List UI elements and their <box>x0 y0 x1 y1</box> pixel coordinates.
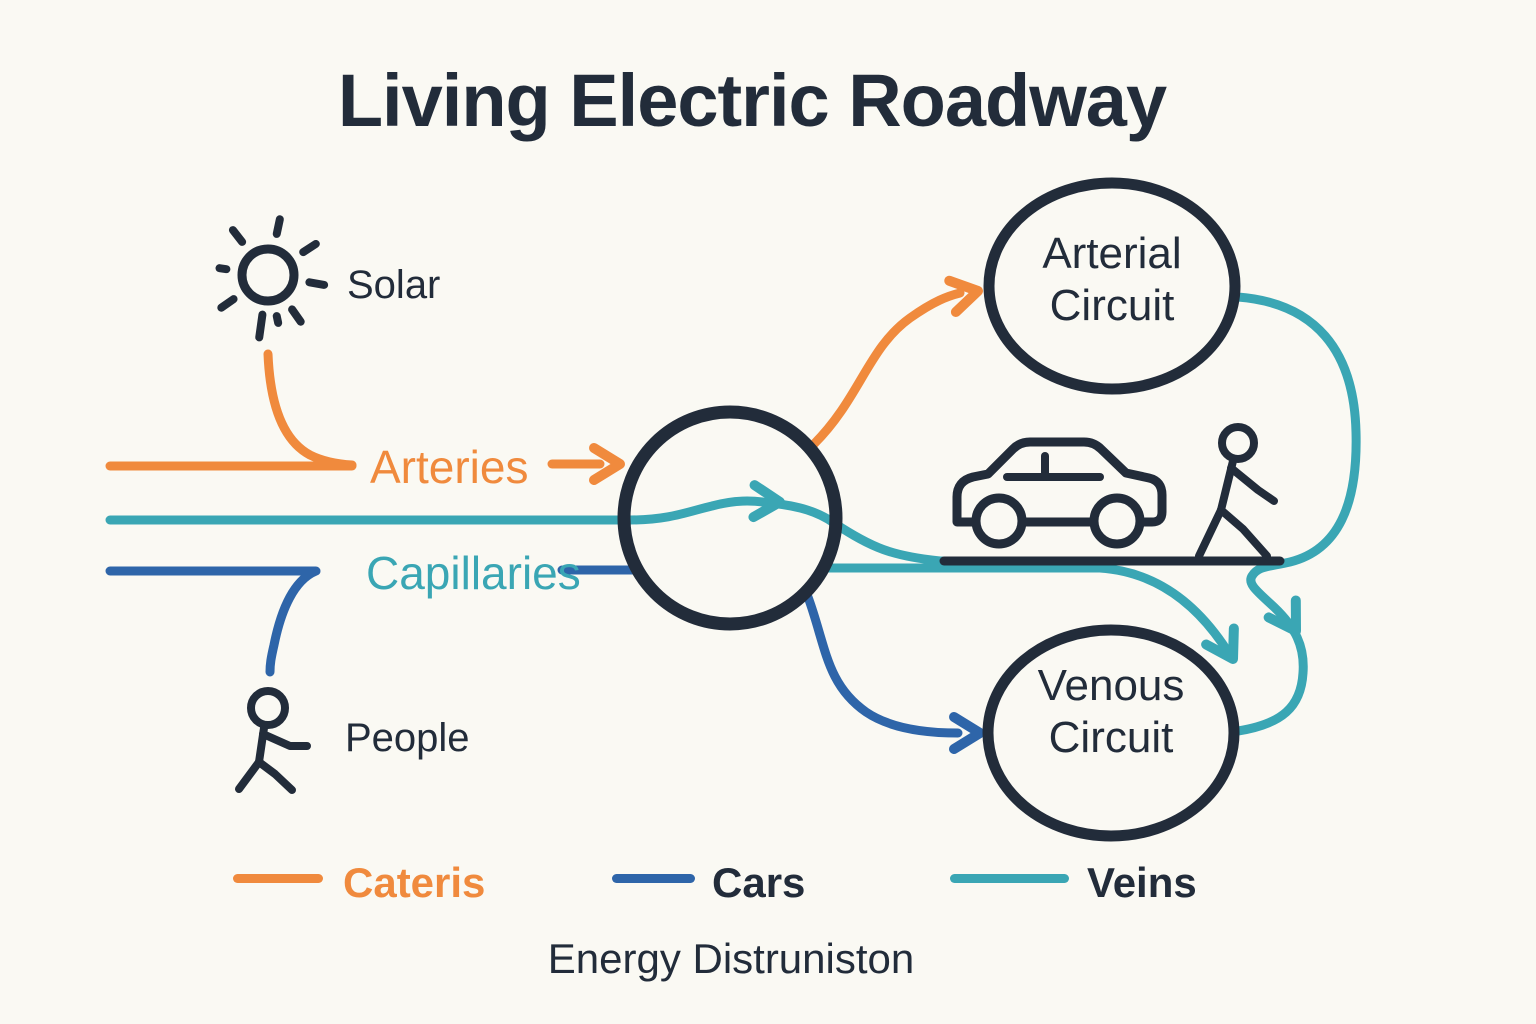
venous-circuit-label-line2: Circuit <box>1049 713 1174 762</box>
arrowhead-vein-arc <box>1263 595 1301 636</box>
arteries-label: Arteries <box>370 441 528 493</box>
arterial-circuit-ellipse <box>983 177 1241 395</box>
arrowhead-hub-vein <box>748 480 785 523</box>
car-hub-to-venous-curve <box>803 592 963 738</box>
people-label: People <box>345 716 470 760</box>
walking-person-icon <box>235 687 311 794</box>
legend: Cateris Cars Veins <box>233 859 1197 906</box>
legend-swatch-veins <box>950 874 1069 883</box>
legend-label-cars: Cars <box>712 859 805 906</box>
legend-swatch-cars <box>612 874 695 883</box>
diagram-caption: Energy Distruniston <box>548 935 915 982</box>
solar-label: Solar <box>347 263 440 307</box>
sun-icon <box>215 215 329 342</box>
arterial-circuit-label-line1: Arterial <box>1042 229 1181 278</box>
vein-lower-strand <box>819 563 1233 657</box>
legend-item-cars: Cars <box>612 859 805 906</box>
legend-swatch-cateris <box>233 874 323 883</box>
hub-circle <box>617 405 843 631</box>
vein-arc-arterial-to-venous <box>1233 292 1361 736</box>
car-icon <box>952 437 1167 549</box>
arrowhead-into-arterial <box>944 275 983 318</box>
artery-hub-to-arterial-curve <box>809 288 965 449</box>
diagram-title: Living Electric Roadway <box>338 59 1167 142</box>
arrowhead-arteries <box>589 443 625 485</box>
venous-circuit-label-line1: Venous <box>1038 661 1185 710</box>
artery-solar-curve <box>263 349 357 470</box>
legend-item-cateris: Cateris <box>233 859 485 906</box>
pedestrian-icon <box>1195 423 1278 560</box>
venous-circuit-ellipse <box>982 624 1240 842</box>
arrowhead-into-venous <box>949 712 985 754</box>
legend-item-veins: Veins <box>950 859 1197 906</box>
arterial-circuit-label-line2: Circuit <box>1050 281 1175 330</box>
legend-label-veins: Veins <box>1087 859 1197 906</box>
car-wheel-right <box>1089 493 1145 549</box>
arrowhead-vein-lower <box>1201 623 1239 664</box>
car-line-left <box>105 566 321 677</box>
legend-label-cateris: Cateris <box>343 859 485 906</box>
car-wheel-left <box>971 493 1027 549</box>
capillaries-label: Capillaries <box>366 547 581 599</box>
